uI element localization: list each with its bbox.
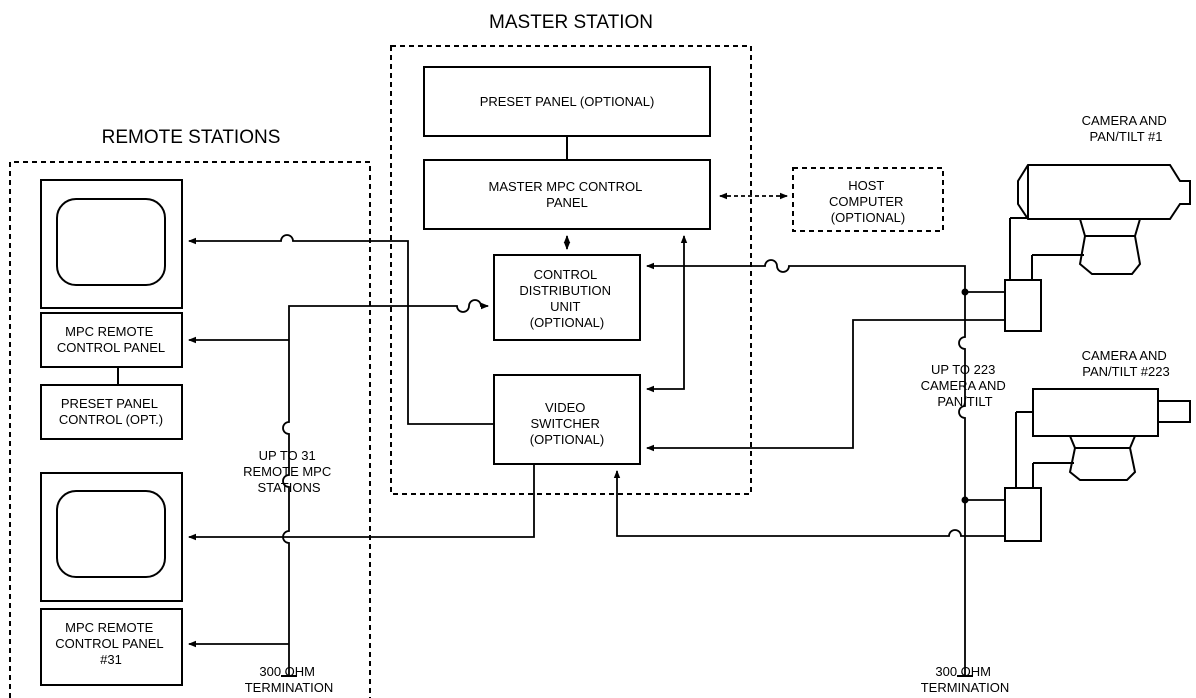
monitor-1 — [40, 179, 183, 309]
up-to-223-note: UP TO 223 CAMERA AND PAN/TILT — [921, 362, 1010, 409]
pan-tilt-unit-223 — [1004, 487, 1042, 542]
mpc-remote-31-label: MPC REMOTE CONTROL PANEL #31 — [55, 620, 167, 667]
monitor-2 — [40, 472, 183, 602]
video-switcher-label: VIDEO SWITCHER (OPTIONAL) — [530, 400, 604, 447]
video-switcher-box — [493, 374, 641, 465]
master-video-link — [646, 235, 688, 393]
camera-1-mount — [1009, 218, 1033, 280]
camera-1-label: CAMERA AND PAN/TILT #1 — [1082, 113, 1171, 144]
monitor-1-screen — [56, 198, 166, 286]
termination-right-label: 300 OHM TERMINATION — [921, 664, 1010, 695]
video-to-monitor-1 — [188, 234, 494, 425]
remote-stations-boundary — [9, 161, 371, 698]
master-mpc-box — [423, 159, 711, 230]
mpc-remote-31-box — [40, 608, 183, 686]
master-mpc-label: MASTER MPC CONTROL PANEL — [489, 179, 646, 210]
cdu-box — [493, 254, 641, 341]
camera-223-mount — [1015, 412, 1034, 488]
master-station-boundary — [390, 45, 752, 495]
host-computer-label: HOST COMPUTER (OPTIONAL) — [829, 178, 907, 225]
camera-1 — [1010, 164, 1191, 275]
junction-223 — [961, 496, 969, 504]
camera-223-label: CAMERA AND PAN/TILT #223 — [1082, 348, 1171, 379]
camera-video-return — [613, 470, 1005, 537]
preset-remote-label: PRESET PANEL CONTROL (OPT.) — [59, 396, 163, 427]
cdu-to-remote-bus — [282, 299, 489, 676]
junction-1 — [961, 288, 969, 296]
cdu-label: CONTROL DISTRIBUTION UNIT (OPTIONAL) — [519, 267, 614, 330]
up-to-31-note: UP TO 31 REMOTE MPC STATIONS — [243, 448, 335, 495]
preset-panel-box — [423, 66, 711, 137]
preset-remote-box — [40, 384, 183, 440]
master-station-title: MASTER STATION — [489, 12, 653, 33]
video-to-monitor-2 — [188, 464, 535, 541]
mpc-remote-1-label: MPC REMOTE CONTROL PANEL — [57, 324, 165, 355]
camera-223 — [1016, 388, 1191, 481]
preset-panel-label: PRESET PANEL (OPTIONAL) — [480, 94, 655, 109]
pan-tilt-unit-1 — [1004, 279, 1042, 332]
camera-control-bus — [646, 259, 966, 676]
termination-left-label: 300 OHM TERMINATION — [245, 664, 334, 695]
mpc-remote-1-box — [40, 312, 183, 368]
monitor-2-screen — [56, 490, 166, 578]
remote-stations-title: REMOTE STATIONS — [102, 127, 281, 148]
host-computer-box — [792, 167, 944, 232]
camera-video-to-switcher — [646, 319, 1005, 452]
